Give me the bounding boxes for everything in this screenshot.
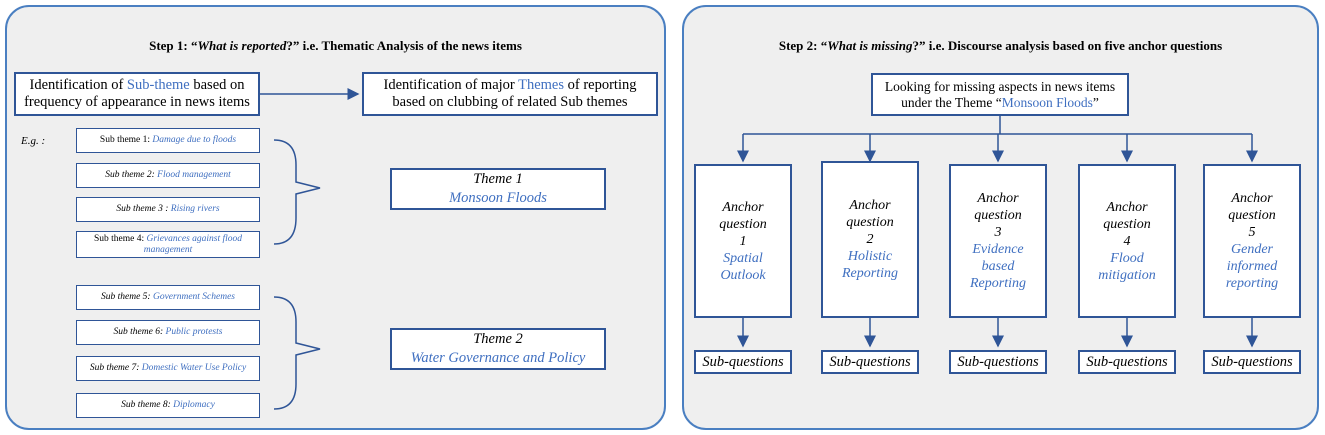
subtheme-box: Sub theme 7: Domestic Water Use Policy	[76, 356, 260, 381]
subtheme-box: Sub theme 3 : Rising rivers	[76, 197, 260, 222]
bracket-theme2	[273, 296, 321, 410]
theme-title: Theme 2	[473, 331, 523, 347]
example-label: E.g. :	[21, 135, 46, 147]
step2-title: Step 2: “What is missing?” i.e. Discours…	[778, 38, 1223, 53]
bracket-theme1	[273, 139, 321, 245]
subtheme-box: Sub theme 8: Diplomacy	[76, 393, 260, 418]
subtheme-box: Sub theme 4: Grievances against flood ma…	[76, 231, 260, 258]
theme-title: Theme 1	[473, 171, 523, 187]
subtheme-box: Sub theme 5: Government Schemes	[76, 285, 260, 310]
subtheme-box: Sub theme 1: Damage due to floods	[76, 128, 260, 153]
sub-questions-box: Sub-questions	[1078, 350, 1176, 374]
theme-name: Monsoon Floods	[449, 190, 547, 206]
sub-questions-box: Sub-questions	[1203, 350, 1301, 374]
sub-questions-box: Sub-questions	[949, 350, 1047, 374]
subtheme-box: Sub theme 6: Public protests	[76, 320, 260, 345]
subtheme-box: Sub theme 2: Flood management	[76, 163, 260, 188]
theme-identification-box: Identification of major Themes of report…	[362, 72, 658, 116]
step1-title: Step 1: “What is reported?” i.e. Themati…	[149, 38, 522, 53]
theme-box: Theme 2 Water Governance and Policy	[390, 328, 606, 370]
theme-box: Theme 1 Monsoon Floods	[390, 168, 606, 210]
subtheme-identification-box: Identification of Sub-theme based on fre…	[14, 72, 260, 116]
sub-questions-box: Sub-questions	[694, 350, 792, 374]
theme-name: Water Governance and Policy	[410, 350, 586, 366]
missing-aspects-box: Looking for missing aspects in news item…	[871, 73, 1129, 116]
sub-questions-box: Sub-questions	[821, 350, 919, 374]
